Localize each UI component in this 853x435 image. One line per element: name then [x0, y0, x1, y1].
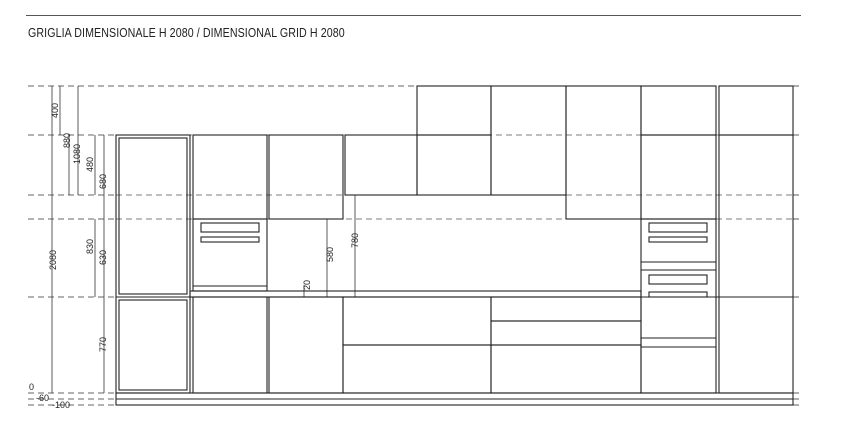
dim-880: 880 [62, 133, 72, 148]
dim-780: 780 [350, 233, 360, 248]
dim-0: 0 [29, 382, 34, 392]
dim-400: 400 [50, 103, 60, 118]
dim-minus-60: -60 [36, 393, 49, 403]
dim-2080: 2080 [48, 250, 58, 270]
dim-1080: 1080 [72, 144, 82, 164]
dimension-verticals [51, 86, 356, 393]
dim-20: 20 [302, 280, 312, 290]
dim-770: 770 [98, 337, 108, 352]
cabinets [115, 85, 794, 406]
dimension-labels: 400 880 1080 480 680 2080 830 630 770 58… [29, 103, 360, 410]
top-rule [26, 15, 801, 16]
dim-630: 630 [98, 250, 108, 265]
dim-580: 580 [325, 247, 335, 262]
level-lines [28, 85, 802, 406]
interior-level-lines [116, 134, 793, 220]
dim-830: 830 [85, 239, 95, 254]
dim-minus-100: -100 [52, 400, 70, 410]
dim-480: 480 [85, 157, 95, 172]
page-title: GRIGLIA DIMENSIONALE H 2080 / DIMENSIONA… [28, 25, 345, 40]
dim-680: 680 [98, 174, 108, 189]
